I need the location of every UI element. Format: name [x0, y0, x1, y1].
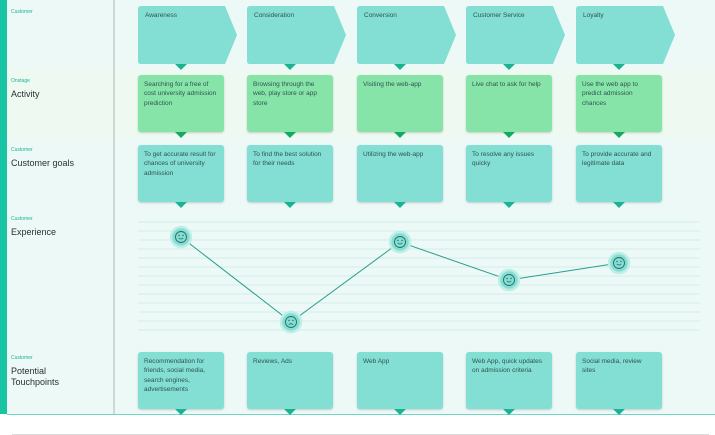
stage-conversion[interactable]: Conversion: [357, 6, 456, 70]
card-pointer: [394, 202, 406, 208]
experience-row: Customer Experience: [7, 207, 715, 347]
activity-card[interactable]: Browsing through the web, play store or …: [247, 75, 333, 138]
card-pointer: [503, 202, 515, 208]
goal-card[interactable]: To provide accurate and legitimate data: [576, 145, 662, 208]
stage-arrow-shape: [357, 6, 456, 64]
stage-arrow-shape: [576, 6, 675, 64]
goal-card[interactable]: Utilizing the web-app: [357, 145, 443, 208]
activity-card[interactable]: Live chat to ask for help: [466, 75, 552, 138]
card-pointer: [503, 132, 515, 138]
row-title: Activity: [11, 89, 40, 99]
stage-label: Consideration: [254, 12, 295, 19]
row-tag: Customer: [11, 147, 33, 153]
stage-loyalty[interactable]: Loyalty: [576, 6, 675, 70]
stage-label: Customer Service: [473, 12, 525, 19]
row-header-activity: Onstage Activity: [7, 69, 115, 138]
goal-text: To get accurate result for chances of un…: [144, 151, 216, 177]
card-pointer: [175, 132, 187, 138]
activity-text: Visiting the web-app: [363, 81, 422, 88]
stage-pointer: [175, 64, 187, 70]
activity-card[interactable]: Use the web app to predict admission cha…: [576, 75, 662, 138]
row-tag: Customer: [11, 355, 33, 361]
card-pointer: [613, 202, 625, 208]
card-pointer: [394, 132, 406, 138]
touchpoint-card[interactable]: Social media, review sites: [576, 352, 662, 415]
stage-consideration[interactable]: Consideration: [247, 6, 346, 70]
row-header-touchpoints: Customer Potential Touchpoints: [7, 346, 115, 414]
activity-card[interactable]: Visiting the web-app: [357, 75, 443, 138]
activity-text: Searching for a free of cost university …: [144, 81, 217, 107]
stage-awareness[interactable]: Awareness: [138, 6, 237, 70]
activity-text: Live chat to ask for help: [472, 81, 541, 88]
card-pointer: [284, 202, 296, 208]
touchpoint-text: Web App, quick updates on admission crit…: [472, 358, 542, 375]
stage-customer-service[interactable]: Customer Service: [466, 6, 565, 70]
stage-label: Awareness: [145, 12, 178, 19]
goal-card[interactable]: To find the best solution for their need…: [247, 145, 333, 208]
touchpoint-card[interactable]: Recommendation for friends, social media…: [138, 352, 224, 415]
goal-text: To find the best solution for their need…: [253, 151, 322, 168]
row-header-stages: Customer: [7, 0, 115, 69]
stage-arrow-shape: [247, 6, 346, 64]
goal-text: To resolve any issues quicky: [472, 151, 535, 168]
card-pointer: [503, 409, 515, 415]
touchpoint-text: Reviews, Ads: [253, 358, 293, 365]
card-pointer: [613, 409, 625, 415]
stage-pointer: [284, 64, 296, 70]
touchpoint-text: Recommendation for friends, social media…: [144, 358, 206, 393]
activity-card[interactable]: Searching for a free of cost university …: [138, 75, 224, 138]
touchpoint-text: Web App: [363, 358, 390, 365]
card-pointer: [175, 202, 187, 208]
card-pointer: [613, 132, 625, 138]
stage-label: Conversion: [364, 12, 397, 19]
goal-card[interactable]: To resolve any issues quicky: [466, 145, 552, 208]
stage-pointer: [394, 64, 406, 70]
card-pointer: [284, 409, 296, 415]
row-title: Potential Touchpoints: [11, 366, 60, 387]
row-header-goals: Customer Customer goals: [7, 138, 115, 207]
row-tag: Customer: [11, 9, 33, 15]
stage-arrow-shape: [138, 6, 237, 64]
touchpoint-card[interactable]: Web App: [357, 352, 443, 415]
goal-card[interactable]: To get accurate result for chances of un…: [138, 145, 224, 208]
row-title: Customer goals: [11, 158, 75, 168]
row-tag: Customer: [11, 216, 33, 222]
row-title: Experience: [11, 227, 57, 237]
stage-pointer: [613, 64, 625, 70]
card-pointer: [394, 409, 406, 415]
row-header-experience: Customer Experience: [7, 207, 115, 346]
accent-bar: [0, 0, 7, 414]
row-tag: Onstage: [11, 78, 30, 84]
activity-text: Browsing through the web, play store or …: [253, 81, 317, 107]
activity-text: Use the web app to predict admission cha…: [582, 81, 639, 107]
stage-arrow-shape: [466, 6, 565, 64]
stage-label: Loyalty: [583, 12, 604, 19]
touchpoint-text: Social media, review sites: [582, 358, 642, 375]
card-pointer: [175, 409, 187, 415]
goal-text: To provide accurate and legitimate data: [582, 151, 652, 168]
stage-pointer: [503, 64, 515, 70]
touchpoint-card[interactable]: Web App, quick updates on admission crit…: [466, 352, 552, 415]
card-pointer: [284, 132, 296, 138]
goal-text: Utilizing the web-app: [363, 151, 424, 158]
touchpoint-card[interactable]: Reviews, Ads: [247, 352, 333, 415]
